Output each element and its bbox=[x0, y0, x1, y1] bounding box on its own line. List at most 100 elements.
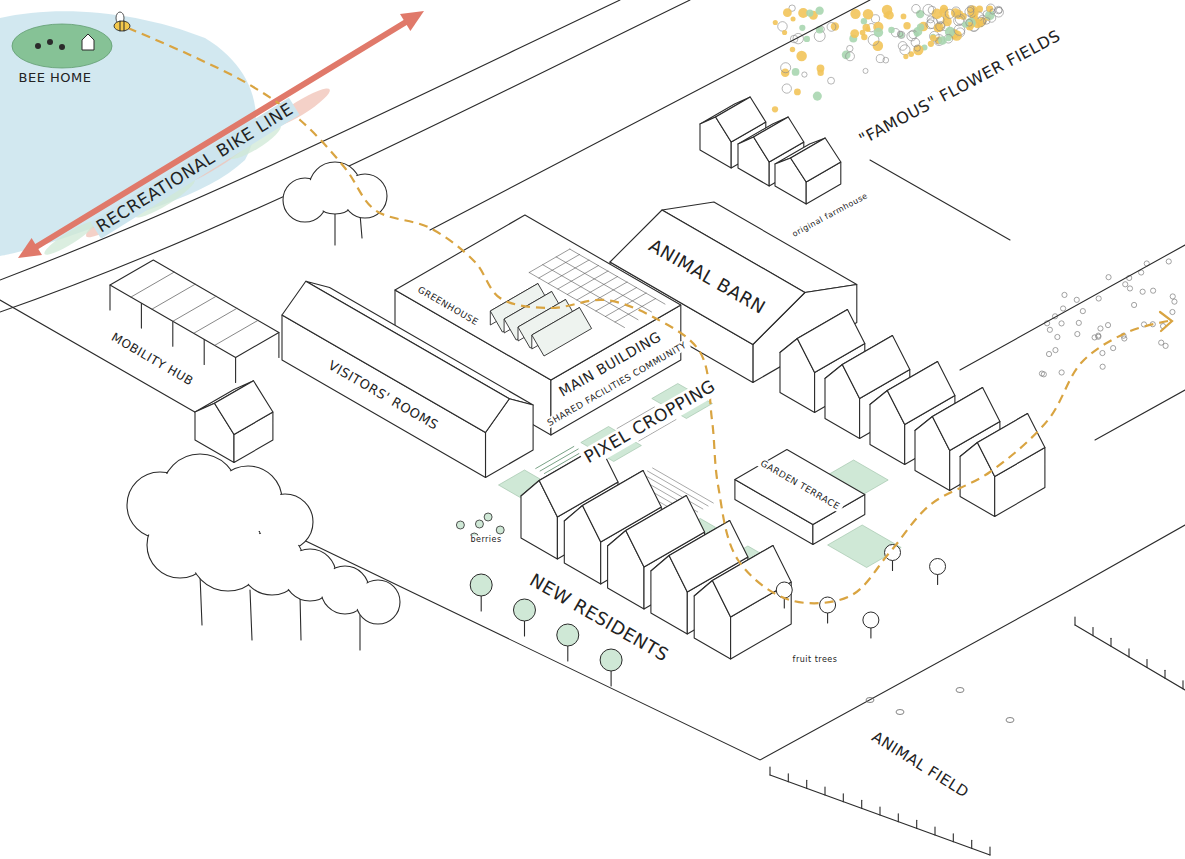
fruit-tree bbox=[930, 559, 946, 575]
flower-dot bbox=[912, 4, 921, 13]
flower-dot bbox=[903, 54, 908, 59]
flower-dot bbox=[783, 8, 792, 17]
bee-stripe bbox=[120, 21, 121, 31]
tree-trunk bbox=[359, 615, 360, 650]
tree-trunk bbox=[567, 646, 568, 661]
street-tree bbox=[600, 649, 622, 671]
tree-trunk bbox=[200, 575, 202, 625]
flower-dot bbox=[799, 25, 805, 31]
tree-trunk bbox=[611, 671, 612, 686]
flower-dot bbox=[791, 16, 796, 21]
flower-dot bbox=[901, 14, 907, 20]
flower-dot bbox=[782, 84, 791, 93]
island-dot bbox=[47, 39, 53, 45]
grove-dot bbox=[1100, 364, 1105, 369]
berry-bush bbox=[475, 520, 483, 528]
tree-trunk bbox=[870, 628, 871, 638]
grove-dot bbox=[1140, 289, 1145, 294]
grove-dot bbox=[1074, 297, 1079, 302]
flower-dot bbox=[806, 9, 813, 16]
grove-dot bbox=[1166, 259, 1171, 264]
background-layer bbox=[0, 0, 1185, 760]
flower-dot bbox=[804, 36, 810, 42]
flower-dot bbox=[802, 72, 807, 77]
bee-path bbox=[114, 12, 1172, 603]
site-label: berries bbox=[467, 535, 504, 544]
carport-post bbox=[109, 285, 110, 310]
road-line bbox=[1070, 525, 1185, 590]
grove-dot bbox=[1096, 296, 1101, 301]
grove-dot bbox=[1039, 371, 1044, 376]
carport-post bbox=[204, 339, 205, 364]
greenhouse-glass bbox=[532, 308, 592, 357]
flower-dot bbox=[900, 45, 910, 55]
flower-dot bbox=[962, 21, 968, 27]
flower-dot bbox=[966, 19, 973, 26]
bee-stripe bbox=[124, 21, 125, 31]
flower-dot bbox=[884, 13, 889, 18]
fruit-tree bbox=[776, 582, 792, 598]
bike-line-arrow bbox=[36, 22, 406, 247]
grove-dot bbox=[1062, 292, 1067, 297]
flower-dot bbox=[790, 47, 795, 52]
berry-bush bbox=[484, 513, 492, 521]
solar-panel-line bbox=[194, 308, 237, 333]
bee-body bbox=[114, 21, 130, 31]
fence-post bbox=[1092, 628, 1093, 636]
grove-dot bbox=[1059, 370, 1064, 375]
site-boundary bbox=[200, 490, 1070, 760]
flower-dot bbox=[967, 5, 978, 16]
grove-dot bbox=[1111, 345, 1116, 350]
visitors-rooms bbox=[282, 281, 533, 477]
street-tree bbox=[557, 624, 579, 646]
crop-pixel bbox=[828, 525, 902, 568]
fence-post bbox=[1146, 660, 1147, 668]
grove-dot bbox=[1075, 331, 1080, 336]
flower-dot bbox=[983, 17, 990, 24]
fence-post bbox=[1164, 670, 1165, 678]
grove-dot bbox=[1047, 327, 1052, 332]
grove-dot bbox=[1080, 308, 1085, 313]
flower-dot bbox=[914, 32, 919, 37]
grove-dot bbox=[1098, 326, 1103, 331]
flower-dot bbox=[883, 57, 889, 63]
fence-post bbox=[843, 794, 844, 802]
flower-dot bbox=[796, 51, 806, 61]
tree-trunk bbox=[334, 212, 335, 245]
flower-dot bbox=[773, 20, 778, 25]
fence-post bbox=[824, 787, 825, 795]
flower-dot bbox=[794, 89, 801, 96]
flower-dot bbox=[888, 27, 894, 33]
fence-rail bbox=[1075, 625, 1185, 690]
flower-dot bbox=[866, 27, 871, 32]
solar-panel-line bbox=[131, 272, 174, 297]
site-label: GREENHOUSE bbox=[413, 283, 482, 329]
fruit-tree bbox=[863, 612, 879, 628]
carport-post bbox=[141, 303, 142, 328]
bee-arrow-head bbox=[1160, 312, 1172, 331]
flower-dot bbox=[827, 22, 836, 31]
tree-trunk bbox=[481, 596, 482, 611]
fence-post bbox=[989, 847, 990, 855]
flower-dot bbox=[923, 4, 934, 15]
farmhouse bbox=[775, 138, 841, 204]
grove-dot bbox=[1106, 275, 1111, 280]
grove-dot bbox=[1172, 299, 1177, 304]
animal-mark bbox=[896, 710, 904, 715]
fence-post bbox=[971, 840, 972, 848]
site-label: VISITORS' ROOMS bbox=[323, 357, 443, 435]
roof bbox=[712, 546, 791, 618]
berry-bush bbox=[456, 521, 464, 529]
flower-dot bbox=[781, 63, 791, 73]
grove-dot bbox=[1055, 334, 1060, 339]
plot-line bbox=[430, 0, 870, 230]
animal-mark bbox=[866, 698, 874, 703]
island-dot bbox=[59, 44, 65, 50]
solar-panel-line bbox=[152, 284, 195, 309]
carport-post bbox=[278, 333, 279, 358]
flower-dot bbox=[930, 31, 940, 41]
fence-post bbox=[769, 767, 770, 775]
buildings bbox=[110, 97, 1045, 659]
